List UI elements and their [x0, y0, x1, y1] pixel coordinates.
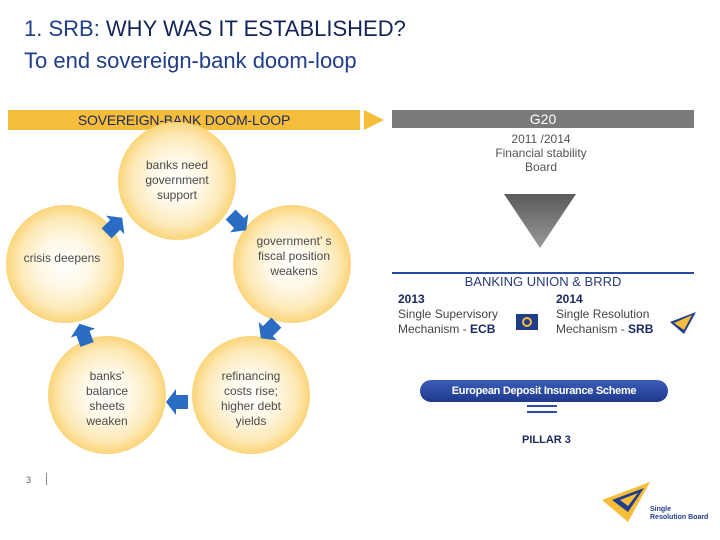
page-number: 3: [26, 475, 32, 485]
fsb-years: 2011 /2014: [511, 132, 571, 146]
cycle-node-fiscal-weakens: government’ s fiscal position weakens: [233, 205, 351, 323]
title-emphasis: WHY WAS IT ESTABLISHED?: [105, 16, 406, 41]
logo-line2: Resolution Board: [650, 514, 709, 521]
arrow-right-icon: [364, 110, 384, 130]
equals-line: [527, 411, 557, 413]
cycle-node-crisis-deepens: crisis deepens: [6, 205, 124, 323]
fsb-line2: Financial stability: [495, 146, 587, 160]
cycle-node-label: refinancing costs rise; higher debt yiel…: [220, 369, 282, 428]
ssm-line1: Single Supervisory: [398, 307, 499, 321]
logo-line1: Single: [650, 506, 672, 513]
g20-header: G20: [392, 110, 694, 128]
srb-logo: Single Resolution Board: [598, 478, 708, 528]
cycle-node-label: crisis deepens: [23, 251, 101, 265]
fsb-line3: Board: [524, 160, 558, 174]
banking-union-label: BANKING UNION & BRRD: [392, 274, 694, 290]
doom-loop-header: SOVEREIGN-BANK DOOM-LOOP: [8, 110, 360, 130]
cycle-node-balance-sheets-weaken: banks’ balance sheets weaken: [48, 336, 166, 454]
slide-title: 1. SRB: WHY WAS IT ESTABLISHED?: [24, 16, 406, 42]
arrow-down-right-icon: [225, 209, 249, 233]
funnel-down-icon: [504, 194, 576, 248]
equals-line: [527, 405, 557, 407]
fsb-text: 2011 /2014 Financial stability Board: [470, 132, 612, 174]
ssm-line2: Mechanism -: [398, 322, 471, 336]
pillar-label: PILLAR 3: [522, 434, 571, 446]
arrow-up-right-icon: [101, 215, 125, 239]
footer-divider: [46, 473, 47, 485]
ssm-block: 2013 Single Supervisory Mechanism - ECB: [398, 292, 498, 337]
cycle-node-label: government’ s fiscal position weakens: [256, 234, 332, 278]
srb-mini-logo-icon: [670, 312, 696, 334]
srm-block: 2014 Single Resolution Mechanism - SRB: [556, 292, 653, 337]
arrow-down-left-icon: [258, 317, 282, 341]
ssm-acronym: ECB: [470, 322, 496, 336]
ssm-year: 2013: [398, 292, 425, 306]
arrow-up-icon: [70, 323, 96, 347]
srb-logo-text: Single Resolution Board: [650, 506, 708, 522]
srm-acronym: SRB: [628, 322, 654, 336]
cycle-node-label: banks need government support: [145, 158, 209, 202]
srb-logo-icon: [602, 482, 650, 522]
edis-pill: European Deposit Insurance Scheme: [420, 380, 668, 402]
title-prefix: 1. SRB:: [24, 16, 106, 41]
cycle-node-label: banks’ balance sheets weaken: [85, 369, 129, 428]
srm-line2: Mechanism -: [556, 322, 629, 336]
arrow-left-icon: [166, 389, 188, 415]
cycle-node-refinancing-costs: refinancing costs rise; higher debt yiel…: [192, 336, 310, 454]
srm-year: 2014: [556, 292, 583, 306]
slide-subtitle: To end sovereign-bank doom-loop: [24, 48, 357, 73]
srm-line1: Single Resolution: [556, 307, 650, 321]
cycle-node-banks-need-support: banks need government support: [118, 122, 236, 240]
ecb-logo-icon: [516, 314, 538, 330]
